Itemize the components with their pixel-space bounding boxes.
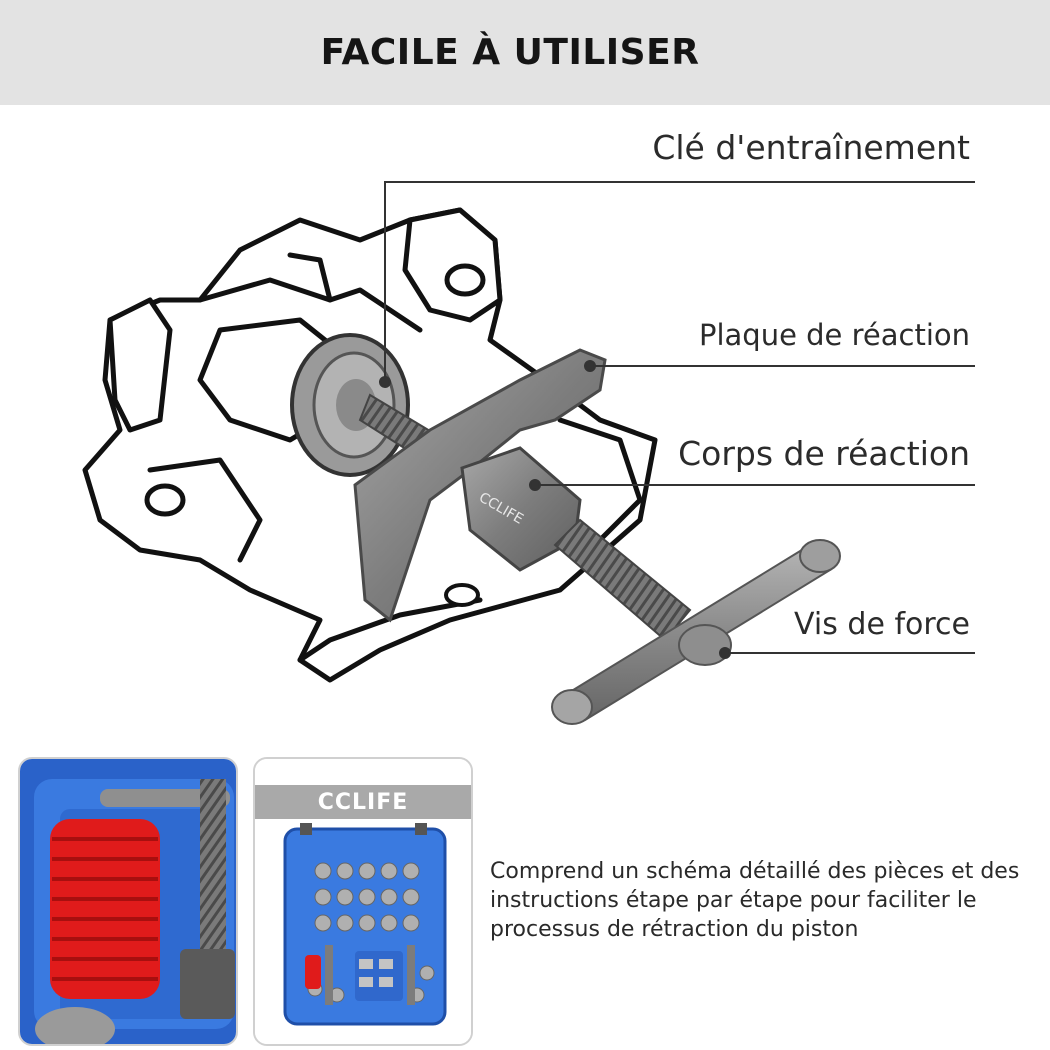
mount-hole-left [144,483,186,517]
callout-drive-key: Clé d'entraînement [652,128,970,167]
kit-red-boot [305,955,321,989]
closeup-body [180,949,235,1019]
reaction-plate [353,348,607,623]
force-screw [553,518,692,642]
t-handle [551,539,841,725]
brand-label: CCLIFE [317,789,409,815]
closeup-rod [100,789,230,807]
callout-reaction-body: Corps de réaction [678,434,970,473]
header-banner: FACILE À UTILISER [0,0,1050,105]
handle-hub [678,624,732,666]
callout-force-screw: Vis de force [794,607,970,642]
leader-lines [379,181,975,659]
red-boot [50,819,160,999]
caliper-lower-ridge [147,457,263,563]
caliper-ear [107,297,173,433]
photo-kit: CCLIFE [253,757,473,1046]
photo-closeup [18,757,238,1046]
caliper-slot [287,252,333,303]
product-description: Comprend un schéma détaillé des pièces e… [490,859,1020,942]
brand-strip: CCLIFE [255,785,471,819]
closeup-illustration [20,759,236,1044]
page-title: FACILE À UTILISER [320,32,700,73]
mount-hole-bottom [444,583,480,607]
caliper-right-wall [557,417,643,543]
leader-drive-key [384,181,975,382]
closeup-screw [200,779,226,969]
caliper-bottom-lip [297,597,483,663]
callout-reaction-plate: Plaque de réaction [698,318,970,352]
piston-disc [290,333,410,477]
reaction-body: CCLIFE [460,446,582,572]
caliper-diagram: CCLIFE [82,181,975,725]
mount-hole-top [444,263,486,297]
